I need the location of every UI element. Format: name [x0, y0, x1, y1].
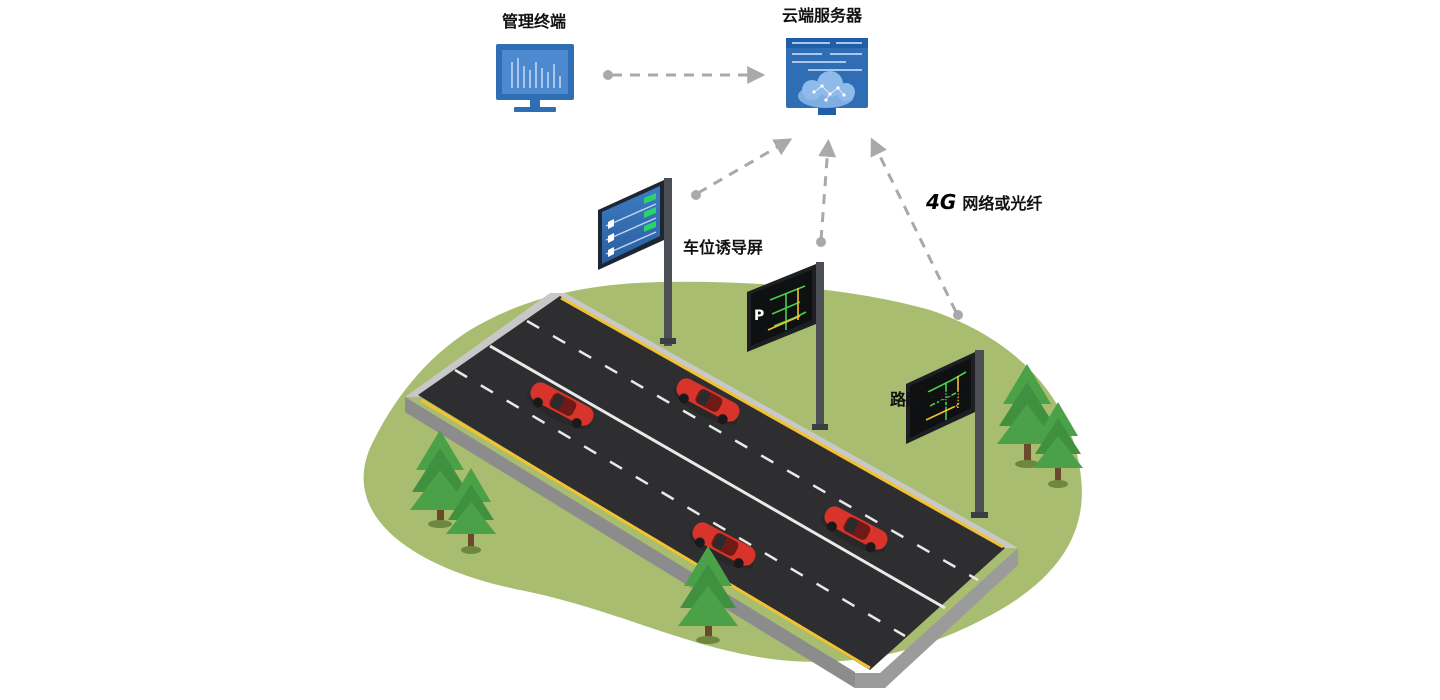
network-label: 4G 网络或光纤 [926, 190, 1042, 214]
monitor-icon [496, 44, 574, 112]
tree [446, 468, 496, 554]
road-guidance-sign-right [906, 350, 988, 518]
arrow-parking-sign-to-server [697, 138, 793, 195]
connection-arrows [612, 66, 958, 313]
cloud-server-label: 云端服务器 [782, 6, 863, 25]
car [672, 378, 740, 425]
car [688, 522, 756, 569]
parking-guidance-sign [598, 178, 676, 346]
road-guidance-screen-label: 路网诱导屏 [890, 390, 971, 409]
car [526, 382, 594, 429]
signal-icon: 4G [926, 190, 957, 214]
svg-text:P: P [754, 308, 764, 324]
network-label-text: 网络或光纤 [962, 194, 1043, 213]
road [405, 293, 1018, 688]
cloud-icon [798, 71, 855, 108]
management-terminal-label: 管理终端 [502, 12, 567, 31]
car [820, 506, 888, 553]
tree [678, 546, 738, 644]
arrow-middle-sign-to-server [818, 138, 837, 241]
tree [1033, 402, 1083, 488]
parking-guidance-screen-label: 车位诱导屏 [683, 238, 764, 257]
arrow-right-sign-to-server [870, 137, 958, 313]
road-guidance-sign-middle: P [747, 262, 828, 430]
arrow-origin-dots [603, 70, 963, 320]
